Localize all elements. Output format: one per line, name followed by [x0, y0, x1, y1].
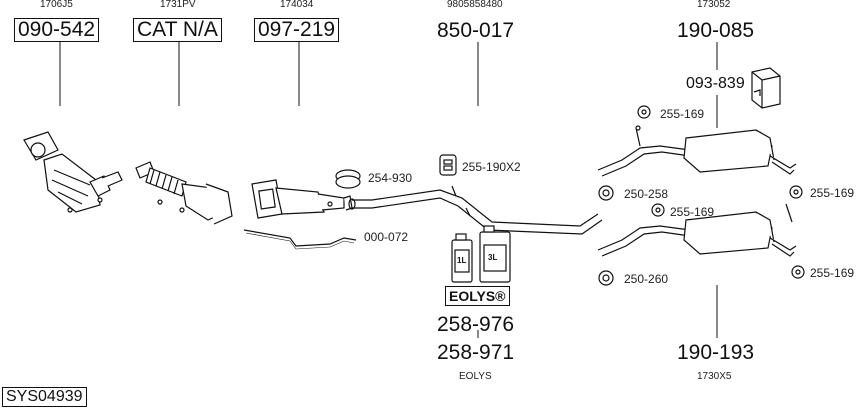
part-label-255-169-c[interactable]: 255-169: [670, 205, 715, 219]
part-code-190-193[interactable]: 190-193: [677, 341, 755, 364]
part-label-255-190x2[interactable]: 255-190X2: [462, 160, 521, 174]
can-3l-label: 3L: [488, 253, 498, 262]
ref-label-col2: 1731PV: [160, 0, 196, 10]
clamp-250-icons: [598, 185, 614, 286]
rear-silencer-upper-icon: [597, 125, 797, 177]
part-label-255-169-d[interactable]: 255-169: [810, 266, 855, 280]
part-label-255-169-b[interactable]: 255-169: [810, 186, 855, 200]
part-code-col4[interactable]: 850-017: [437, 19, 515, 42]
can-1l-label: 1L: [457, 256, 467, 265]
part-label-255-169-a[interactable]: 255-169: [660, 107, 705, 121]
part-label-250-258[interactable]: 250-258: [624, 187, 669, 201]
rear-silencer-lower-icon: [597, 203, 797, 257]
part-label-093-839[interactable]: 093-839: [686, 75, 745, 92]
part-label-000-072[interactable]: 000-072: [364, 230, 409, 244]
system-id-label: SYS04939: [2, 387, 87, 407]
part-code-col1[interactable]: 090-542: [14, 18, 100, 42]
eolys-ref-label: EOLYS: [459, 371, 492, 382]
sensor-pipe-icon: [243, 229, 357, 247]
manifold-catalyst-icon: [23, 131, 123, 213]
ref-label-col1: 1706J5: [40, 0, 73, 10]
hanger-rubber-icons: [637, 105, 805, 279]
part-code-col3[interactable]: 097-219: [254, 18, 340, 42]
ref-label-col5: 173052: [697, 0, 731, 10]
part-code-col2[interactable]: CAT N/A: [133, 18, 222, 42]
kit-box-icon: [751, 67, 781, 109]
rubber-mount-icon: [439, 154, 457, 176]
ref-label-col3: 174034: [280, 0, 314, 10]
intermediate-pipe-icon: [348, 185, 603, 235]
part-code-258-976[interactable]: 258-976: [437, 313, 515, 336]
particle-filter-icon: [251, 179, 353, 219]
rear-ref-label: 1730X5: [697, 371, 732, 382]
part-code-col5[interactable]: 190-085: [677, 19, 755, 42]
ref-label-col4: 9805858480: [447, 0, 503, 10]
eolys-cans-icon: [451, 225, 511, 283]
part-code-258-971[interactable]: 258-971: [437, 341, 515, 364]
flex-catalyst-icon: [135, 161, 233, 225]
part-label-254-930[interactable]: 254-930: [368, 171, 413, 185]
part-label-250-260[interactable]: 250-260: [624, 272, 669, 286]
clamp-254-930-icon: [335, 169, 361, 189]
eolys-badge: EOLYS®: [445, 286, 510, 306]
